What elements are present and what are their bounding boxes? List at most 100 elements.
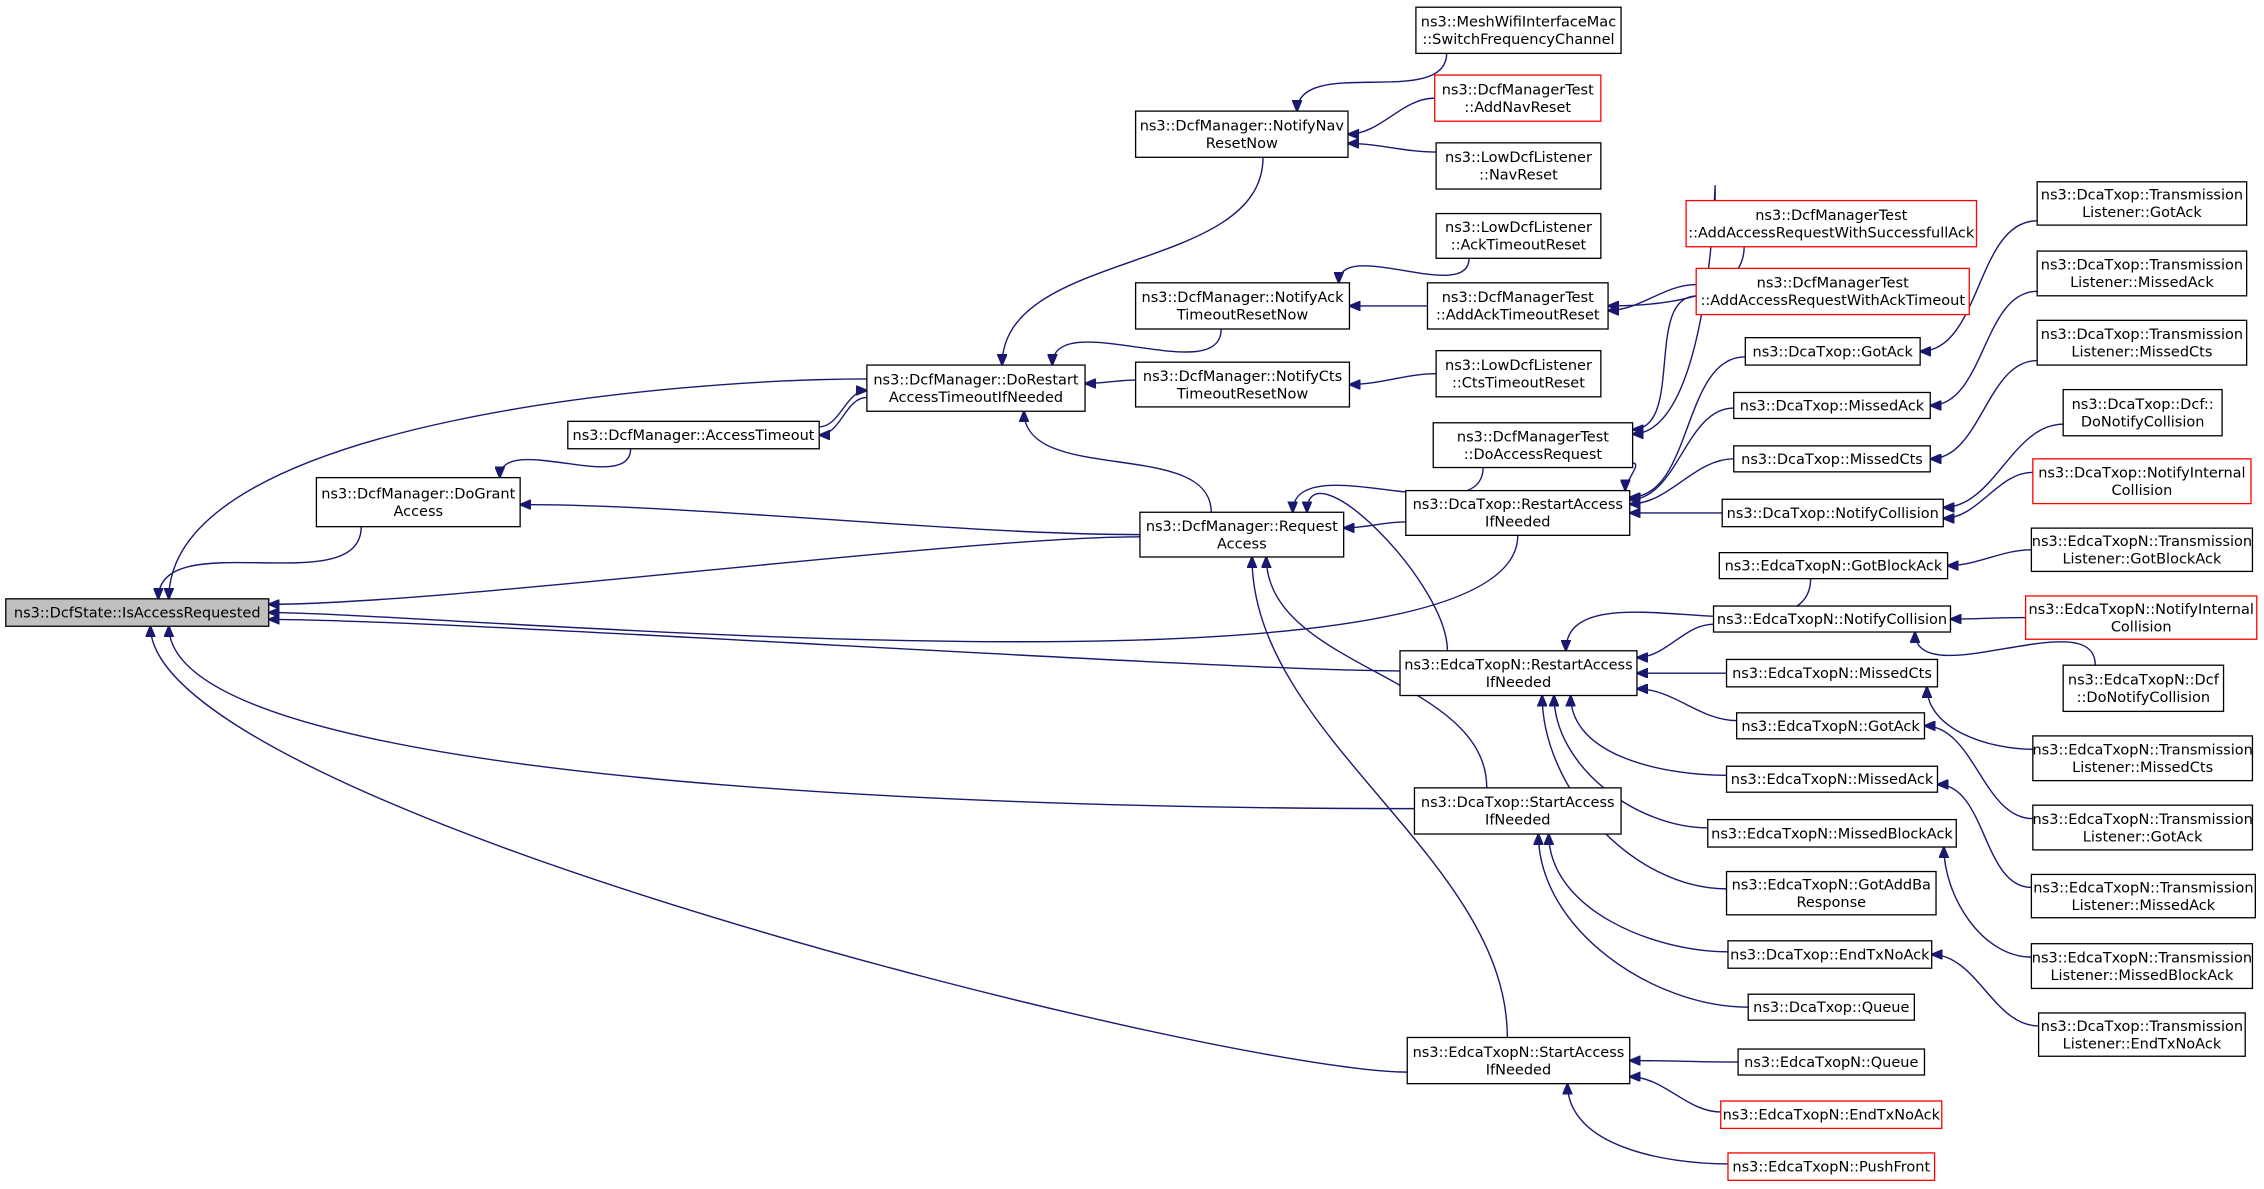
node-box — [1727, 1152, 1936, 1181]
graph-node[interactable]: ns3::DcfManagerTest::AddAccessRequestWit… — [1685, 199, 1978, 248]
node-label: Access — [393, 504, 443, 520]
graph-node[interactable]: ns3::DcfManagerTest::AddAckTimeoutReset — [1426, 282, 1609, 330]
node-label: ns3::EdcaTxopN::Queue — [1744, 1055, 1918, 1071]
edge-n0-n3 — [169, 378, 867, 599]
graph-node[interactable]: ns3::EdcaTxopN::TransmissionListener::Go… — [2030, 527, 2254, 573]
node-label: ns3::EdcaTxopN::MissedCts — [1732, 666, 1932, 682]
graph-node[interactable]: ns3::DcfState::IsAccessRequested — [5, 598, 270, 627]
node-label: ns3::DcfManagerTest — [1442, 82, 1594, 98]
graph-node[interactable]: ns3::LowDcfListener::CtsTimeoutReset — [1435, 349, 1602, 398]
node-label: Collision — [2112, 483, 2173, 499]
node-box — [1721, 498, 1944, 528]
graph-node[interactable]: ns3::DcaTxop::MissedAck — [1733, 391, 1931, 420]
graph-node[interactable]: ns3::DcfManager::DoRestartAccessTimeoutI… — [866, 364, 1086, 412]
edge-n4-n5 — [1297, 53, 1448, 111]
graph-node[interactable]: ns3::DcaTxop::TransmissionListener::Miss… — [2036, 319, 2248, 366]
graph-node[interactable]: ns3::DcaTxop::Queue — [1747, 993, 1916, 1021]
graph-node[interactable]: ns3::DcfManager::AccessTimeout — [567, 420, 820, 450]
edge-n15-n27 — [1307, 492, 1449, 651]
node-label: ns3::EdcaTxopN::Transmission — [2032, 743, 2252, 759]
node-label: ns3::DcfManagerTest — [1755, 208, 1907, 224]
node-box — [1413, 787, 1622, 835]
node-label: ns3::DcaTxop::Transmission — [2041, 327, 2243, 343]
node-box — [5, 598, 270, 627]
graph-node[interactable]: ns3::LowDcfListener::AckTimeoutReset — [1435, 212, 1602, 259]
graph-node[interactable]: ns3::LowDcfListener::NavReset — [1435, 142, 1602, 190]
node-box — [1735, 712, 1926, 740]
node-label: ns3::EdcaTxopN::Dcf — [2068, 673, 2220, 689]
node-label: ::AddNavReset — [1464, 100, 1571, 116]
graph-node[interactable]: ns3::EdcaTxopN::MissedCts — [1725, 658, 1939, 688]
graph-node[interactable]: ns3::EdcaTxopN::GotAck — [1735, 712, 1926, 740]
node-label: Listener::MissedBlockAck — [2050, 968, 2233, 984]
node-label: AccessTimeoutIfNeeded — [889, 390, 1063, 406]
graph-node[interactable]: ns3::EdcaTxopN::PushFront — [1727, 1152, 1936, 1181]
node-box — [1405, 489, 1631, 536]
graph-node[interactable]: ns3::DcfManager::NotifyCtsTimeoutResetNo… — [1134, 361, 1351, 408]
node-label: ns3::DcaTxop::Transmission — [2041, 1019, 2243, 1035]
node-label: ns3::EdcaTxopN::RestartAccess — [1404, 657, 1632, 673]
node-box — [1727, 940, 1933, 969]
node-box — [1725, 658, 1939, 688]
edge-n3-n2 — [819, 390, 867, 428]
edge-n46-n48 — [1630, 1077, 1721, 1113]
graph-node[interactable]: ns3::EdcaTxopN::TransmissionListener::Go… — [2032, 804, 2254, 851]
node-label: ns3::DcaTxop::MissedAck — [1740, 398, 1925, 414]
graph-node[interactable]: ns3::EdcaTxopN::TransmissionListener::Mi… — [2032, 735, 2254, 782]
node-label: ns3::DcaTxop::NotifyCollision — [1727, 506, 1939, 522]
edge-n27-n35 — [1637, 689, 1737, 722]
graph-node[interactable]: ns3::EdcaTxopN::MissedAck — [1725, 765, 1939, 793]
edge-n3-n8 — [1052, 328, 1222, 365]
graph-node[interactable]: ns3::DcfManagerTest::AddNavReset — [1434, 74, 1602, 122]
edge-n30-n31 — [1950, 618, 2026, 619]
graph-node[interactable]: ns3::DcfManagerTest::AddAccessRequestWit… — [1695, 267, 1970, 316]
edge-n1-n15 — [520, 505, 1140, 536]
node-label: ns3::DcaTxop::StartAccess — [1421, 795, 1615, 811]
node-label: ns3::EdcaTxopN::GotAddBa — [1732, 877, 1931, 893]
node-label: ns3::EdcaTxopN::MissedBlockAck — [1711, 826, 1953, 842]
edge-n1-n2 — [500, 448, 632, 478]
graph-node[interactable]: ns3::DcaTxop::TransmissionListener::Miss… — [2036, 250, 2248, 297]
graph-node[interactable]: ns3::DcaTxop::NotifyCollision — [1721, 498, 1944, 528]
graph-node[interactable]: ns3::DcaTxop::MissedCts — [1733, 445, 1931, 473]
graph-node[interactable]: ns3::EdcaTxopN::GotBlockAck — [1718, 552, 1949, 580]
graph-node[interactable]: ns3::EdcaTxopN::Queue — [1737, 1048, 1926, 1076]
graph-node[interactable]: ns3::MeshWifiInterfaceMac::SwitchFrequen… — [1415, 6, 1622, 55]
node-box — [1718, 552, 1949, 580]
graph-node[interactable]: ns3::DcaTxop::GotAck — [1744, 337, 1921, 366]
node-label: ::SwitchFrequencyChannel — [1422, 32, 1614, 48]
graph-node[interactable]: ns3::EdcaTxopN::NotifyCollision — [1712, 605, 1952, 633]
node-label: ns3::EdcaTxopN::Transmission — [2032, 812, 2252, 828]
edge-n15-n46 — [1252, 557, 1509, 1038]
graph-node[interactable]: ns3::DcaTxop::Dcf::DoNotifyCollision — [2062, 388, 2223, 437]
node-box — [1434, 74, 1602, 122]
node-label: ns3::DcfManager::NotifyAck — [1142, 290, 1345, 306]
graph-node[interactable]: ns3::EdcaTxopN::TransmissionListener::Mi… — [2030, 943, 2254, 990]
node-box — [2036, 181, 2248, 226]
edge-n22-n23 — [1930, 359, 2038, 459]
graph-node[interactable]: ns3::EdcaTxopN::Dcf::DoNotifyCollision — [2062, 664, 2225, 713]
graph-node[interactable]: ns3::EdcaTxopN::TransmissionListener::Mi… — [2030, 873, 2256, 919]
node-label: ns3::DcaTxop::NotifyInternal — [2038, 465, 2245, 481]
edge-n28-n29 — [1948, 549, 2032, 566]
edge-n18-n19 — [1920, 220, 2038, 352]
edge-n42-n43 — [1549, 834, 1728, 953]
graph-node[interactable]: ns3::DcfManager::NotifyAckTimeoutResetNo… — [1134, 282, 1351, 330]
graph-node[interactable]: ns3::DcaTxop::EndTxNoAck — [1727, 940, 1933, 969]
graph-node[interactable]: ns3::EdcaTxopN::MissedBlockAck — [1707, 818, 1957, 848]
graph-node[interactable]: ns3::DcaTxop::TransmissionListener::GotA… — [2036, 181, 2248, 226]
node-box — [866, 364, 1086, 412]
graph-node[interactable]: ns3::EdcaTxopN::EndTxNoAck — [1720, 1100, 1943, 1130]
graph-node[interactable]: ns3::DcfManagerTest::DoAccessRequest — [1432, 422, 1634, 469]
graph-node[interactable]: ns3::DcaTxop::TransmissionListener::EndT… — [2037, 1012, 2246, 1057]
